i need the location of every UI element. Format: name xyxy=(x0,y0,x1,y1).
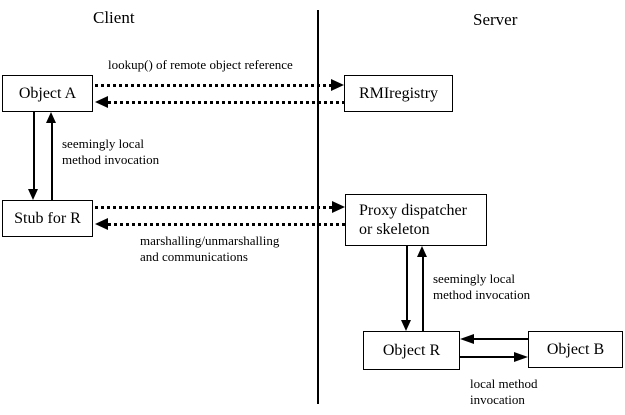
line xyxy=(406,246,408,321)
server-section-title: Server xyxy=(473,10,518,29)
arrowhead-up-icon xyxy=(46,112,56,123)
client-section-title: Client xyxy=(93,8,135,27)
dotted-line xyxy=(95,84,331,87)
arrowhead-up-icon xyxy=(417,246,427,257)
line xyxy=(460,356,515,358)
line xyxy=(422,257,424,331)
label-lookup-remote-object-reference: lookup() of remote object reference xyxy=(108,57,293,72)
dotted-line xyxy=(108,223,345,226)
dotted-line xyxy=(95,206,332,209)
arrowhead-right-icon xyxy=(331,79,344,91)
dotted-line xyxy=(108,101,344,104)
node-proxy-dispatcher: Proxy dispatcher or skeleton xyxy=(345,194,487,246)
arrowhead-down-icon xyxy=(28,189,38,200)
arrowhead-left-icon xyxy=(95,96,108,108)
node-object-r: Object R xyxy=(363,331,460,370)
arrowhead-left-icon xyxy=(95,218,108,230)
arrowhead-right-icon xyxy=(514,352,528,362)
arrowhead-right-icon xyxy=(332,201,345,213)
label-marshalling-communications: marshalling/unmarshalling and communicat… xyxy=(140,233,280,264)
node-object-b: Object B xyxy=(528,331,623,368)
node-rmiregistry: RMIregistry xyxy=(344,75,453,112)
line xyxy=(33,112,35,190)
node-stub-for-r: Stub for R xyxy=(2,200,93,237)
line xyxy=(51,123,53,200)
line xyxy=(473,338,528,340)
arrowhead-down-icon xyxy=(401,320,411,331)
label-local-method-invocation: local method invocation xyxy=(470,376,538,407)
node-object-a: Object A xyxy=(2,75,93,112)
arrowhead-left-icon xyxy=(460,334,474,344)
label-seemingly-local-client: seemingly local method invocation xyxy=(62,136,160,167)
label-seemingly-local-server: seemingly local method invocation xyxy=(433,271,531,302)
